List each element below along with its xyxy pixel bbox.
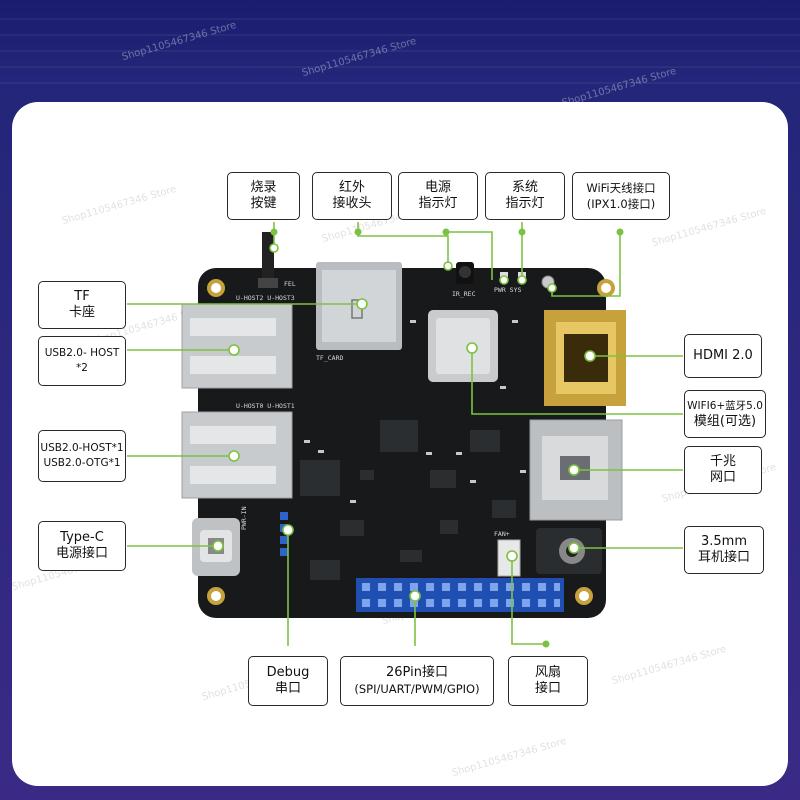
gpio-pins (362, 583, 560, 607)
silk-pwrin: PWR-IN (240, 506, 248, 530)
label-gpio-header: 26Pin接口 (SPI/UART/PWM/GPIO) (340, 656, 494, 706)
label-line: (SPI/UART/PWM/GPIO) (354, 682, 480, 696)
label-line: 千兆 (709, 454, 736, 469)
label-system-led: 系统 指示灯 (485, 172, 565, 220)
label-line: 3.5mm (700, 534, 747, 549)
label-line: TF (74, 289, 90, 304)
label-fan-port: 风扇 接口 (508, 656, 588, 706)
label-line: 红外 (338, 180, 365, 195)
label-hdmi: HDMI 2.0 (684, 334, 762, 378)
label-debug-uart: Debug 串口 (248, 656, 328, 706)
label-line: 按键 (250, 196, 277, 211)
label-line: WiFi天线接口 (586, 181, 656, 195)
silk-ir: IR_REC (452, 290, 476, 298)
silk-fel: FEL (284, 280, 296, 288)
silk-host01: U-HOST0 U-HOST1 (236, 402, 295, 410)
label-line: WIFI6+蓝牙5.0 (687, 399, 763, 412)
label-wifi-bt-module: WIFI6+蓝牙5.0 模组(可选) (684, 390, 766, 438)
label-line: USB2.0-OTG*1 (43, 457, 121, 469)
annotation-lines (127, 222, 683, 646)
smd-passives (304, 320, 526, 503)
label-power-led: 电源 指示灯 (398, 172, 478, 220)
label-line: 模组(可选) (693, 413, 757, 429)
label-usb-host2: USB2.0- HOST *2 (38, 336, 126, 386)
fel-button (262, 232, 274, 284)
label-line: 网口 (709, 470, 736, 485)
label-burn-button: 烧录 按键 (227, 172, 300, 220)
silk-tf: TF_CARD (316, 354, 343, 362)
label-wifi-antenna: WiFi天线接口 (IPX1.0接口) (572, 172, 670, 220)
label-ir-receiver: 红外 接收头 (312, 172, 392, 220)
silk-host23: U-HOST2 U-HOST3 (236, 294, 295, 302)
annotation-endpoints (212, 243, 596, 602)
annotation-dots (270, 228, 624, 648)
label-line: 接口 (534, 681, 561, 696)
label-typec-power: Type-C 电源接口 (38, 521, 126, 571)
label-line: 26Pin接口 (386, 665, 448, 680)
mounting-hole-icon (575, 587, 593, 605)
label-line: 指示灯 (505, 196, 545, 211)
usb-host-stack-top (181, 303, 293, 389)
silk-pwr-sys: PWR SYS (494, 286, 521, 294)
label-line: 电源接口 (55, 546, 108, 561)
smd-components (300, 420, 516, 580)
label-usb-host-otg: USB2.0-HOST*1 USB2.0-OTG*1 (38, 430, 126, 482)
silkscreen: FEL U-HOST2 U-HOST3 U-HOST0 U-HOST1 TF_C… (236, 280, 521, 538)
label-tf-slot: TF 卡座 (38, 281, 126, 329)
mounting-hole-icon (207, 279, 225, 297)
label-line: *2 (76, 362, 88, 374)
label-line: 系统 (511, 180, 538, 195)
label-line: USB2.0- HOST (44, 347, 120, 359)
label-line: 接收头 (332, 196, 372, 211)
mounting-hole-icon (597, 279, 615, 297)
label-line: (IPX1.0接口) (586, 197, 656, 211)
label-line: 指示灯 (418, 196, 458, 211)
label-gigabit-lan: 千兆 网口 (684, 446, 762, 494)
label-line: Type-C (60, 530, 104, 545)
label-line: 烧录 (250, 180, 277, 195)
label-audio-jack: 3.5mm 耳机接口 (684, 526, 764, 574)
label-line: 卡座 (68, 305, 95, 320)
label-line: 串口 (274, 681, 301, 696)
label-line: Debug (266, 665, 310, 680)
mounting-hole-icon (207, 587, 225, 605)
silk-fan: FAN+ (494, 530, 510, 538)
label-line: 风扇 (534, 665, 561, 680)
label-line: HDMI 2.0 (693, 348, 753, 363)
label-line: USB2.0-HOST*1 (40, 442, 124, 454)
label-line: 电源 (424, 180, 451, 195)
label-line: 耳机接口 (697, 550, 750, 565)
